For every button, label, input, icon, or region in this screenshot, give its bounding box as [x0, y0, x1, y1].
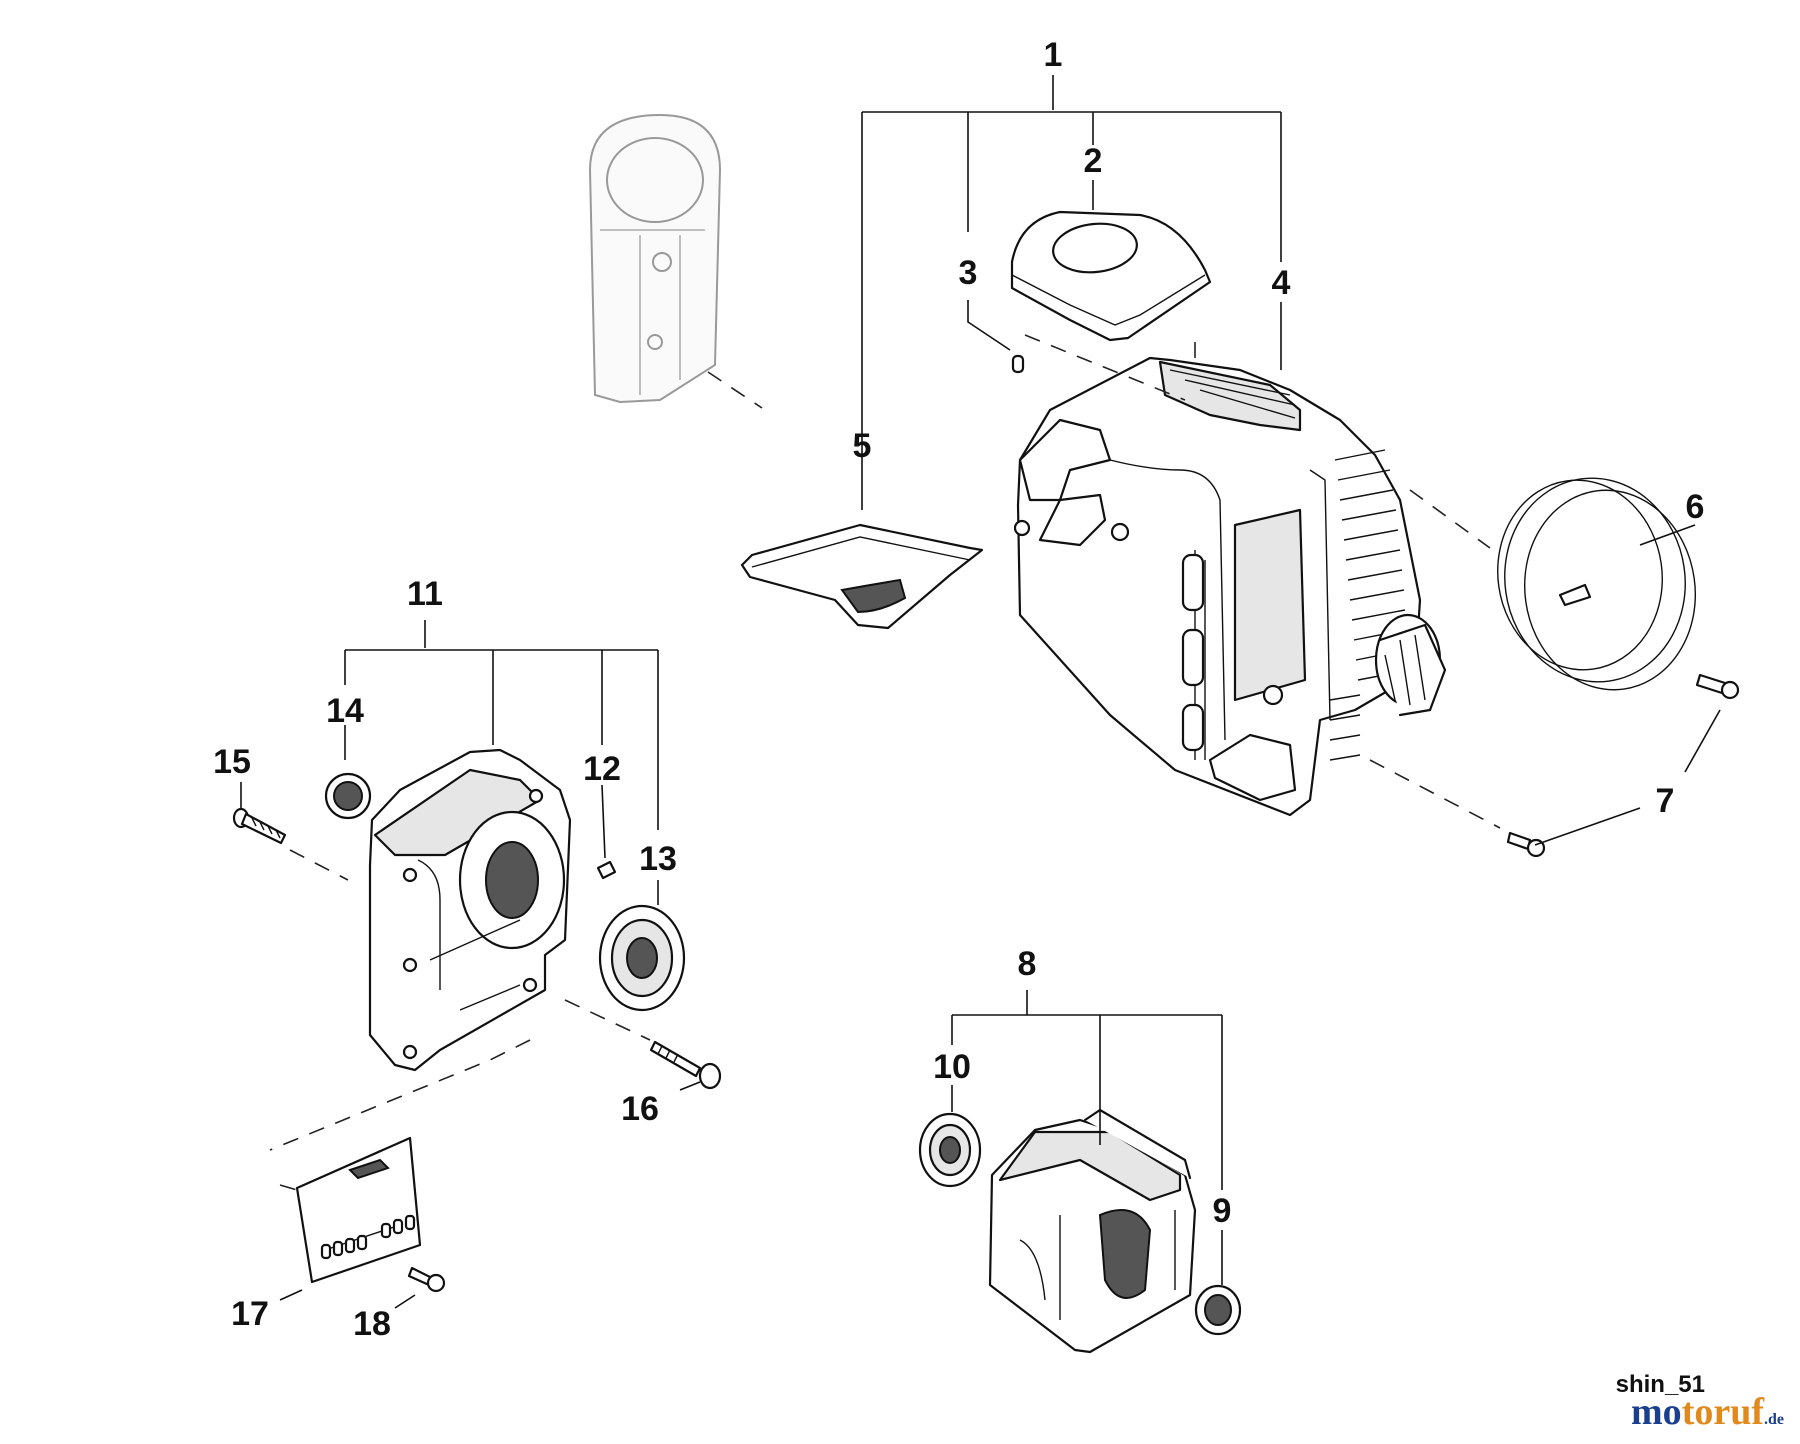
callout-9: 9	[1213, 1192, 1232, 1230]
callout-15: 15	[213, 743, 251, 781]
screw-part	[1695, 673, 1740, 700]
callout-8: 8	[1018, 945, 1037, 983]
callout-3: 3	[959, 254, 978, 292]
seal-part	[1194, 1284, 1242, 1336]
starter-spring-part	[1497, 477, 1697, 691]
diagram-reference: shin_51	[1616, 1371, 1705, 1398]
assembly-lines	[269, 334, 1501, 1191]
dowel-pin-part	[596, 860, 617, 880]
bearing-part	[918, 1112, 982, 1188]
callout-17: 17	[231, 1295, 269, 1333]
brand-part-1: mo	[1631, 1391, 1682, 1433]
callout-6: 6	[1686, 488, 1705, 526]
callout-16: 16	[621, 1090, 659, 1128]
bolt-part	[649, 1040, 722, 1090]
crankcase-half-lower-part	[988, 1108, 1197, 1354]
brand-part-2: toruf	[1681, 1391, 1764, 1433]
pin-part	[1011, 354, 1025, 374]
callout-11: 11	[407, 575, 443, 613]
callout-10: 10	[933, 1048, 971, 1086]
engine-cover-part	[1013, 356, 1447, 817]
callout-7: 7	[1656, 782, 1675, 820]
bolt-part	[232, 807, 287, 845]
leader-lines	[240, 75, 1721, 1309]
callout-labels: 1 2 3 4 5 6 7 8 9 10 11 12 13 14 15 16 1…	[213, 36, 1704, 1343]
seal-part	[324, 772, 372, 820]
crankcase-half-part	[368, 748, 572, 1072]
callout-12: 12	[583, 750, 621, 788]
faded-bracket-part	[588, 113, 763, 409]
bearing-part	[598, 904, 686, 1012]
cover-plate-part	[1010, 210, 1212, 342]
cover-plate-small-part	[295, 1136, 422, 1284]
callout-13: 13	[639, 840, 677, 878]
brand-watermark: motoruf.de	[1631, 1390, 1784, 1434]
callout-4: 4	[1272, 264, 1291, 302]
slot-row	[320, 1214, 416, 1260]
callout-18: 18	[353, 1305, 391, 1343]
deflector-part	[740, 523, 984, 630]
screw-part	[407, 1266, 446, 1293]
callout-14: 14	[326, 692, 364, 730]
callout-1: 1	[1044, 36, 1063, 74]
callout-5: 5	[853, 427, 872, 465]
brand-suffix: .de	[1764, 1411, 1784, 1428]
callout-2: 2	[1084, 142, 1103, 180]
